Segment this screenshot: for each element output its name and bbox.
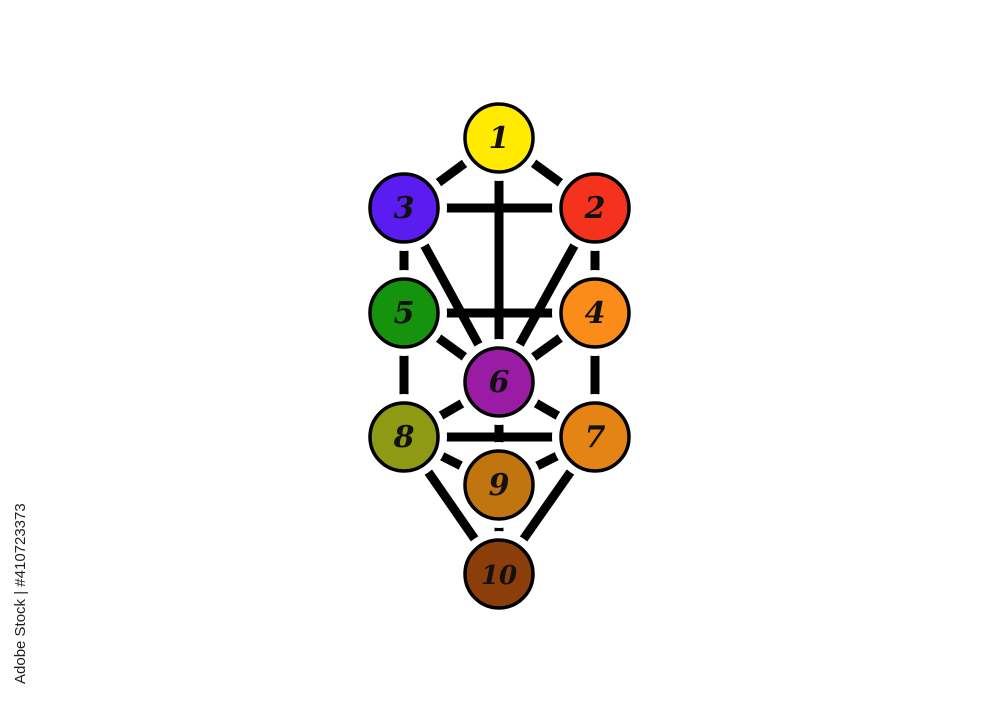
node-circle [559, 172, 631, 244]
node-7: 7 [552, 394, 638, 480]
node-label: 7 [585, 420, 606, 455]
node-8: 8 [361, 394, 447, 480]
node-1: 1 [456, 95, 542, 181]
node-circle [463, 346, 535, 418]
node-layer: 1 2 3 4 5 6 7 8 9 10 [361, 95, 638, 617]
node-label: 8 [393, 420, 415, 455]
node-circle [559, 277, 631, 349]
node-label: 5 [394, 296, 415, 331]
node-label: 3 [394, 191, 415, 226]
node-circle [463, 538, 535, 610]
node-label: 1 [489, 121, 510, 156]
node-4: 4 [552, 270, 638, 356]
node-circle [463, 102, 535, 174]
node-circle [368, 277, 440, 349]
node-label: 2 [584, 191, 606, 226]
node-6: 6 [456, 339, 542, 425]
node-label: 10 [481, 561, 517, 591]
node-circle [463, 449, 535, 521]
node-label: 4 [585, 296, 606, 331]
node-circle [559, 401, 631, 473]
node-circle [368, 401, 440, 473]
node-label: 6 [489, 365, 510, 400]
node-2: 2 [552, 165, 638, 251]
node-3: 3 [361, 165, 447, 251]
node-label: 9 [489, 468, 510, 503]
node-9: 9 [456, 442, 542, 528]
node-10: 10 [456, 531, 542, 617]
node-5: 5 [361, 270, 447, 356]
node-circle [368, 172, 440, 244]
stock-id-label: Adobe Stock | #410723373 [12, 503, 29, 684]
